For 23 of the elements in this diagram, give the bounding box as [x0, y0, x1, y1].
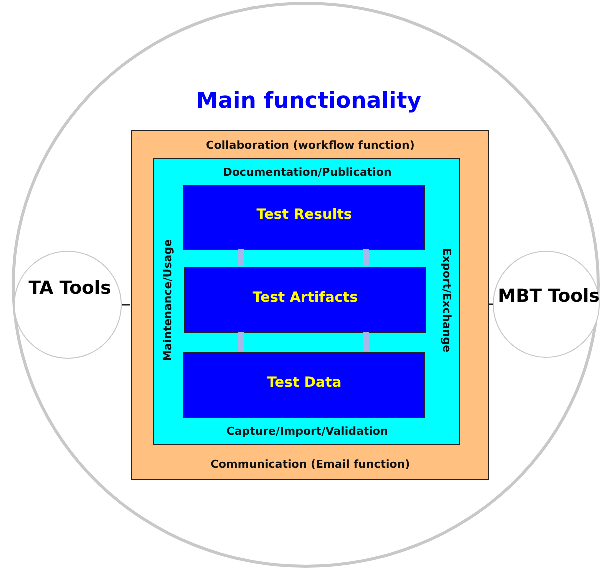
frame-label: Capture/Import/Validation: [226, 425, 390, 438]
box-label: Test Results: [256, 206, 354, 222]
connector-bar: [238, 250, 244, 266]
interface-frame: [153, 158, 460, 445]
frame-label: Collaboration (workflow function): [205, 138, 416, 152]
frame-label: Communication (Email function): [210, 458, 412, 470]
data-layer-box: [182, 352, 424, 418]
connector-bar: [238, 332, 244, 352]
data-layer-box: [182, 184, 424, 250]
tool-label: TA Tools: [28, 278, 112, 300]
side-label: Export/Exchange: [440, 247, 454, 355]
collaboration-frame: [130, 130, 488, 480]
box-label: Test Data: [266, 374, 343, 390]
circle-label: Main functionality: [195, 89, 423, 114]
frame-label: Documentation/Publication: [222, 166, 393, 179]
side-label: Maintenance/Usage: [162, 238, 174, 364]
connector-line: [488, 304, 493, 306]
connector-line: [122, 304, 130, 306]
data-layer-box: [184, 266, 426, 332]
tool-label: MBT Tools: [497, 286, 601, 308]
connector-bar: [363, 250, 369, 266]
box-label: Test Artifacts: [252, 290, 360, 306]
connector-bar: [363, 332, 369, 352]
